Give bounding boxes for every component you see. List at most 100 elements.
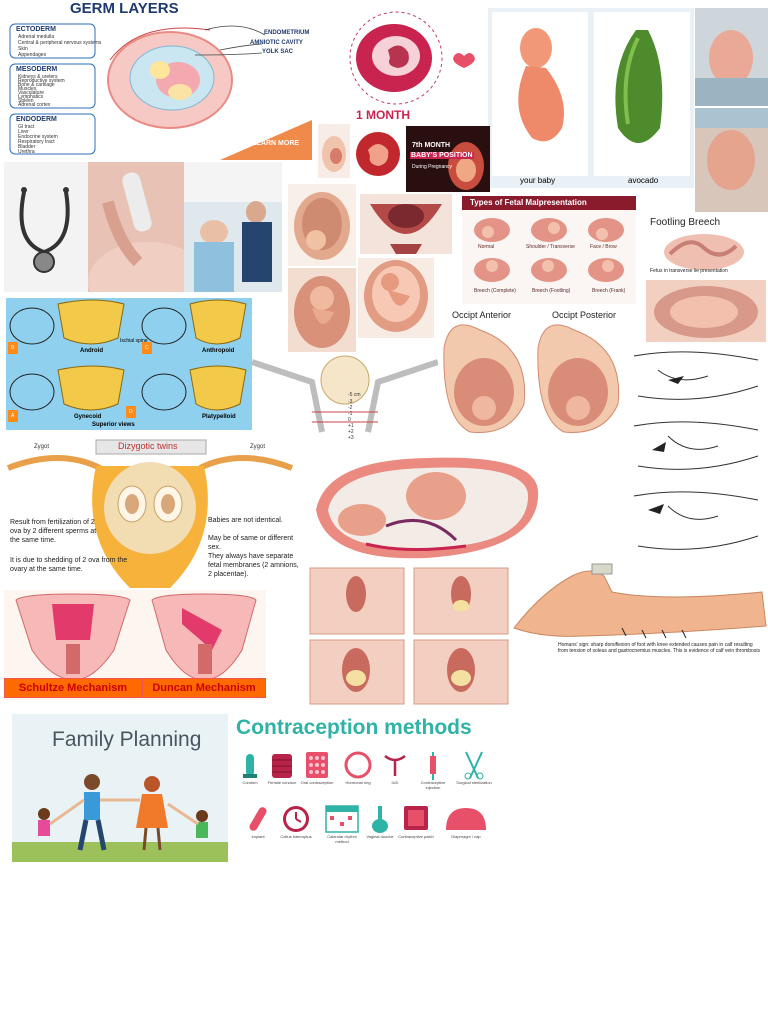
pelvis-letter: C (145, 345, 149, 351)
stethoscope-photo (4, 162, 88, 292)
contraceptive-injection-icon: Contraceptive injection (416, 750, 450, 794)
station-mark: -1 (348, 411, 353, 417)
malpresentation-label: Face / Brow (590, 244, 617, 250)
mesoderm-item: Spleen (18, 98, 34, 104)
homans-sign-panel: Homans' sign: sharp dorsiflexion of foot… (512, 562, 768, 672)
mesoderm-label: MESODERM (16, 66, 58, 73)
baby-avocado-panel: your baby avocado (488, 8, 694, 188)
ectoderm-item: Skin (18, 46, 28, 52)
hormonal-ring-icon: Hormonal ring (338, 750, 378, 794)
superior-views-label: Superior views (92, 422, 135, 428)
endoderm-item: Liver (18, 129, 29, 135)
dizygotic-twins-panel: Dizygotic twins Zygot Zygot Result from … (0, 438, 300, 588)
pelvis-types-illustration (8, 299, 247, 422)
your-baby-caption: your baby (520, 176, 556, 185)
transverse-lie-illustration (646, 280, 766, 342)
malpresentation-label: Breech (Complete) (474, 288, 516, 294)
occiput-anterior-label: Occipt Anterior (452, 310, 512, 320)
schultze-mechanism-label: Schultze Mechanism (4, 678, 142, 698)
pelvis-label-platypelloid: Platypelloid (202, 414, 236, 420)
contraception-label: Vaginal douche (366, 834, 394, 839)
fetus-uterus-4 (358, 258, 434, 338)
seventh-month-illustration (448, 142, 484, 190)
malpresentation-illustration (462, 196, 636, 282)
schultze-mechanism-panel: Schultze Mechanism (4, 590, 142, 700)
contraception-label: Coitus interruptus (280, 834, 312, 839)
occiput-panel: Occipt Anterior Occipt Posterior (440, 308, 630, 436)
calendar-rhythm-icon: Calendar rhythm method (320, 804, 364, 848)
contraception-label: Calendar rhythm method (327, 834, 357, 844)
contraception-label: Surgical sterilization (456, 780, 492, 785)
endoderm-item: Urethra (18, 149, 35, 155)
dizygotic-twins-illustration (6, 439, 294, 588)
twins-right-bullet: May be of same or different sex. (208, 535, 294, 551)
diaphragm-cap-icon: Diaphragm / cap (438, 804, 494, 848)
malpresentation-label: Shoulder / Transverse (526, 244, 575, 250)
leopold-sketches (628, 346, 768, 556)
ultrasound-exam-illustration (184, 162, 282, 292)
fetus-uterus-3 (288, 268, 356, 352)
seventh-month-title: 7th MONTH (412, 142, 451, 149)
fetus-illustration (288, 268, 356, 352)
fetus-illustration (358, 258, 434, 338)
yolk-sac-label: YOLK SAC (262, 49, 294, 55)
contraception-panel: Contraception methods Condom Female cond… (234, 712, 500, 860)
coitus-interruptus-icon: Coitus interruptus (276, 804, 316, 848)
zygot-left-label: Zygot (34, 444, 50, 450)
endoderm-item: Endocrine system (18, 134, 58, 140)
endoderm-item: Respiratory tract (18, 139, 55, 145)
one-month-embryo-illustration (349, 11, 475, 105)
fetal-station-illustration (252, 355, 438, 433)
delivery-photo-illustration (695, 8, 768, 106)
one-month-panel: 1 MONTH (318, 10, 478, 120)
fetus-uterus-2 (360, 194, 452, 254)
ectoderm-item: Appendages (18, 52, 47, 58)
seventh-month-panel: 7th MONTH BABY'S POSITION During Pregnan… (406, 126, 490, 192)
station-mark: 0 (348, 417, 351, 423)
duncan-illustration (151, 593, 257, 681)
footling-breech-illustration (664, 234, 744, 270)
baby-avocado-illustration (492, 12, 690, 176)
station-mark: +2 (348, 429, 354, 435)
delivery-photo-illustration (695, 108, 768, 212)
contraception-label: Implant (251, 834, 265, 839)
contraception-label: Contraceptive injection (420, 780, 446, 790)
ultrasound-exam-photo (184, 162, 282, 292)
vaginal-douche-icon: Vaginal douche (364, 804, 396, 848)
mesoderm-item: Muscles (18, 86, 37, 92)
mesoderm-item: Bone & cartilage (18, 82, 55, 88)
footling-breech-title: Footling Breech (650, 217, 721, 228)
pelvis-label-android: Android (80, 348, 103, 354)
fetus-uterus-1 (288, 184, 356, 266)
contraception-title: Contraception methods (236, 716, 472, 739)
contraception-label: IUD (391, 780, 399, 785)
avocado-caption: avocado (628, 176, 659, 185)
pelvis-letter: D (129, 409, 133, 415)
occiput-illustration (443, 324, 620, 433)
ischial-spine-label: Ischial spine (120, 338, 148, 344)
leopold-sketch-illustration (633, 351, 759, 550)
occiput-posterior-label: Occipt Posterior (552, 310, 617, 320)
malpresentation-title: Types of Fetal Malpresentation (470, 198, 587, 207)
learn-more-link[interactable]: LEARN MORE (252, 140, 300, 147)
twins-left-bullet: It is due to shedding of 2 ova from the … (10, 557, 128, 573)
malpresentation-label: Normal (478, 244, 495, 250)
endoderm-item: GI tract (18, 124, 35, 130)
family-planning-title: Family Planning (52, 728, 202, 751)
malpresentation-panel: Types of Fetal Malpresentation Normal Sh… (462, 196, 636, 304)
station-mark: +3 (348, 435, 354, 441)
contraception-label: Hormonal ring (345, 780, 371, 785)
schultze-illustration (15, 593, 131, 681)
station-mark: -5 cm (348, 392, 361, 398)
transverse-lie-photo (646, 280, 766, 342)
fetus-illustration (288, 184, 356, 266)
twins-title: Dizygotic twins (118, 441, 178, 451)
family-planning-panel: Family Planning (12, 714, 228, 862)
footling-breech-panel: Footling Breech Fetus in transverse lie … (640, 214, 768, 278)
seventh-month-caption: During Pregnancy (412, 164, 453, 170)
contraceptive-patch-icon: Contraceptive patch (396, 804, 436, 848)
twins-left-bullet: Result from fertilization of 2 ova by 2 … (10, 519, 97, 544)
mesoderm-item: Kidneys & ureters (18, 74, 58, 80)
embryo-red-small (352, 124, 404, 190)
germ-layers-panel: GERM LAYERS ECTODERM Adrenal medulla Cen… (0, 0, 312, 160)
